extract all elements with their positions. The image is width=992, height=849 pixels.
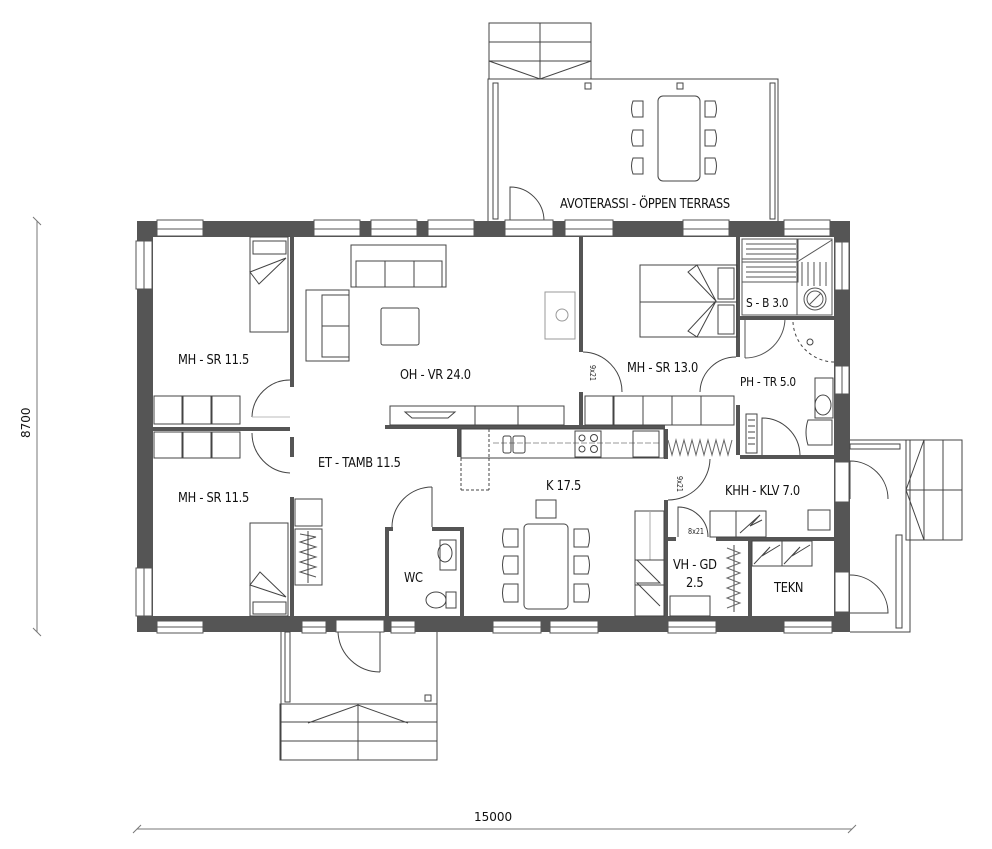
room-label-hall: ET - TAMB 11.5 xyxy=(318,456,401,471)
master-bedroom-furniture xyxy=(582,264,738,426)
room-label-closet-area: 2.5 xyxy=(686,576,704,591)
room-label-terrace: AVOTERASSI - ÖPPEN TERRASS xyxy=(560,197,730,212)
dimension-lines xyxy=(32,216,857,834)
front-stairs xyxy=(279,631,438,761)
room-label-sauna: S - B 3.0 xyxy=(746,296,789,310)
room-label-technical: TEKN xyxy=(774,581,804,596)
room-label-utility: KHH - KLV 7.0 xyxy=(725,484,800,499)
room-label-master-bedroom: MH - SR 13.0 xyxy=(627,361,699,376)
room-label-bedroom-1: MH - SR 11.5 xyxy=(178,353,250,368)
wc-furniture xyxy=(425,539,457,609)
room-label-kitchen: K 17.5 xyxy=(546,479,582,494)
dimension-height: 8700 xyxy=(19,407,33,438)
side-entrance xyxy=(849,439,963,633)
room-label-closet: VH - GD xyxy=(673,558,717,573)
room-label-washroom: PH - TR 5.0 xyxy=(740,375,796,389)
door-tag-closet: 8x21 xyxy=(688,527,705,536)
utility-furniture xyxy=(667,438,831,617)
sauna-furniture xyxy=(741,238,833,359)
dimension-width: 15000 xyxy=(474,810,513,824)
door-tag-master: 9x21 xyxy=(588,365,597,382)
room-label-bedroom-2: MH - SR 11.5 xyxy=(178,491,250,506)
living-furniture xyxy=(305,244,576,426)
terrace xyxy=(487,22,779,222)
bedroom-1-furniture xyxy=(153,236,291,425)
bedroom-2-furniture xyxy=(153,431,291,617)
washroom-furniture xyxy=(745,321,835,456)
windows xyxy=(135,219,850,634)
room-label-living-room: OH - VR 24.0 xyxy=(400,368,471,383)
hall-furniture xyxy=(294,486,433,673)
door-tag-utility: 9x21 xyxy=(675,476,684,493)
kitchen-furniture xyxy=(460,428,665,617)
interior-walls xyxy=(153,237,834,616)
room-label-wc: WC xyxy=(404,571,423,586)
